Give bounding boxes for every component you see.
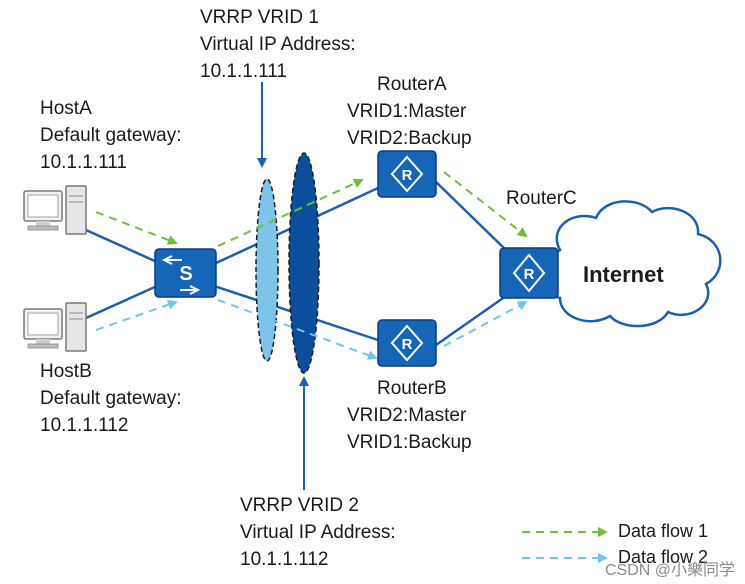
link-hostB-switch xyxy=(85,284,158,320)
vrid1-title: VRRP VRID 1 xyxy=(200,7,319,28)
routerC-label: RouterC xyxy=(506,185,577,212)
internet-cloud-icon xyxy=(543,200,722,328)
vrid2-vip-caption: Virtual IP Address: xyxy=(240,522,396,543)
vrid2-ellipse xyxy=(288,152,320,374)
link-routerB-routerC xyxy=(435,294,507,347)
hostB-gateway-value: 10.1.1.112 xyxy=(40,415,129,436)
internet-label: Internet xyxy=(583,262,664,287)
flow1-hostA-switch xyxy=(95,211,178,245)
hostA-gateway-value: 10.1.1.111 xyxy=(40,152,127,173)
switch-letter: S xyxy=(179,263,192,285)
routerC-letter: R xyxy=(524,266,535,283)
routerB-letter: R xyxy=(402,336,413,353)
hostA-gateway-caption: Default gateway: xyxy=(40,125,182,146)
link-routerA-routerC xyxy=(435,181,507,251)
watermark: CSDN @小樂同学 xyxy=(604,562,735,579)
routerA-router-icon: R xyxy=(377,150,437,198)
vrid1-ellipse xyxy=(255,178,279,362)
legend-flow2-label: Data flow 2 xyxy=(618,547,709,567)
hostA-computer-icon xyxy=(23,185,87,235)
data-flow-1 xyxy=(95,171,528,247)
legend-flow1-label: Data flow 1 xyxy=(618,521,709,541)
flow2-switch-routerB xyxy=(217,299,378,360)
routerA-vrid2-role: VRID2:Backup xyxy=(347,128,472,149)
routerA-letter: R xyxy=(402,167,413,184)
hostA-label: HostA Default gateway: 10.1.1.111 xyxy=(40,95,182,176)
flow2-hostB-switch xyxy=(95,299,178,331)
routerC-router-icon: R xyxy=(499,247,559,299)
routerA-vrid1-role: VRID1:Master xyxy=(347,101,467,122)
link-hostA-switch xyxy=(85,228,158,264)
vrid1-label: VRRP VRID 1 Virtual IP Address: 10.1.1.1… xyxy=(200,4,356,85)
routerA-name: RouterA xyxy=(377,74,447,95)
hostB-label: HostB Default gateway: 10.1.1.112 xyxy=(40,358,182,439)
hostB-name: HostB xyxy=(40,361,92,382)
vrid2-label: VRRP VRID 2 Virtual IP Address: 10.1.1.1… xyxy=(240,492,396,573)
routerA-label: RouterA VRID1:Master VRID2:Backup xyxy=(347,71,472,152)
routerB-label: RouterB VRID2:Master VRID1:Backup xyxy=(347,375,472,456)
flow1-switch-routerA xyxy=(217,178,364,247)
hostB-gateway-caption: Default gateway: xyxy=(40,388,182,409)
flow2-routerB-routerC xyxy=(443,301,528,347)
hostB-computer-icon xyxy=(23,302,87,352)
vrid1-vip-value: 10.1.1.111 xyxy=(200,61,287,82)
flow1-routerA-routerC xyxy=(443,171,528,238)
vrid2-vip-value: 10.1.1.112 xyxy=(240,549,329,570)
routerC-name: RouterC xyxy=(506,188,577,209)
routerB-name: RouterB xyxy=(377,378,447,399)
vrid1-vip-caption: Virtual IP Address: xyxy=(200,34,356,55)
routerB-vrid2-role: VRID2:Master xyxy=(347,405,467,426)
data-flow-2 xyxy=(95,299,528,360)
vrid2-title: VRRP VRID 2 xyxy=(240,495,359,516)
routerB-router-icon: R xyxy=(377,319,437,367)
hostA-name: HostA xyxy=(40,98,92,119)
routerB-vrid1-role: VRID1:Backup xyxy=(347,432,472,453)
switch-icon: S xyxy=(154,248,217,298)
